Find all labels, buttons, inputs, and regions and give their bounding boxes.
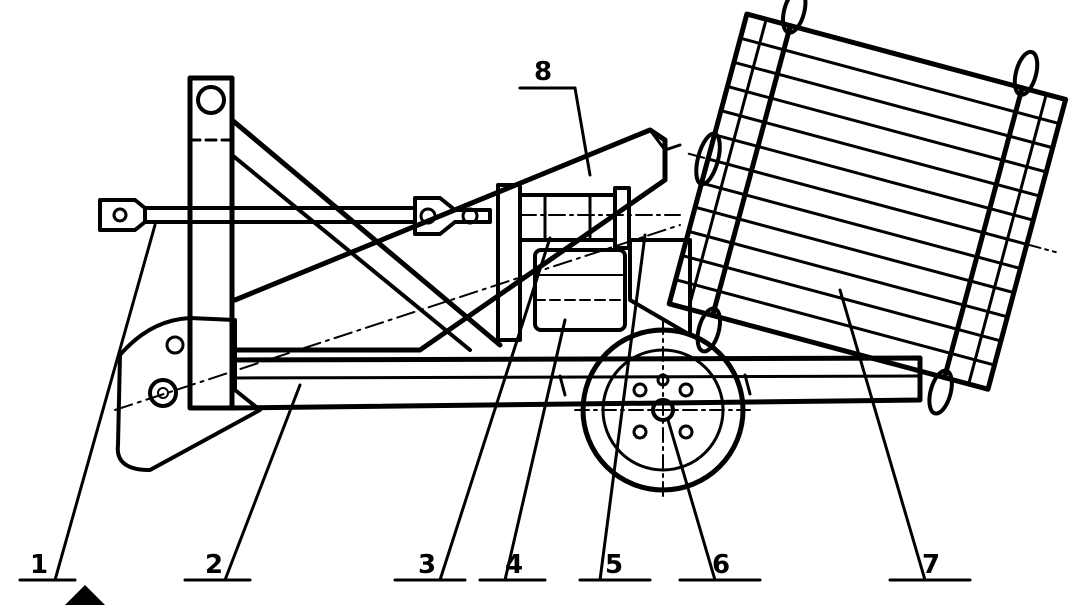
- callout-2: 2: [205, 550, 223, 580]
- coupling-drum: [518, 193, 617, 242]
- clevis-right: [413, 196, 492, 236]
- callout-1: 1: [30, 550, 48, 580]
- clevis-left: [98, 198, 147, 232]
- inclined-chute: [232, 127, 668, 353]
- callout-8: 8: [534, 57, 552, 87]
- gearbox: [496, 183, 522, 342]
- callout-5: 5: [605, 550, 623, 580]
- callout-6: 6: [712, 550, 730, 580]
- callout-4: 4: [505, 550, 523, 580]
- shaft-support: [628, 238, 692, 337]
- arrow-up-icon: [65, 585, 105, 605]
- motor: [533, 248, 627, 332]
- mast: [187, 75, 235, 411]
- callout-7: 7: [922, 550, 940, 580]
- hitch-pin-upper: [165, 335, 185, 355]
- main-frame: [229, 355, 923, 411]
- hitch-plate: [115, 316, 262, 472]
- top-link-rod: [143, 206, 417, 224]
- callout-3: 3: [418, 550, 436, 580]
- sorting-drum: [666, 0, 1069, 416]
- hitch-pin-lower: [148, 378, 178, 408]
- mast-top-eye: [196, 85, 226, 115]
